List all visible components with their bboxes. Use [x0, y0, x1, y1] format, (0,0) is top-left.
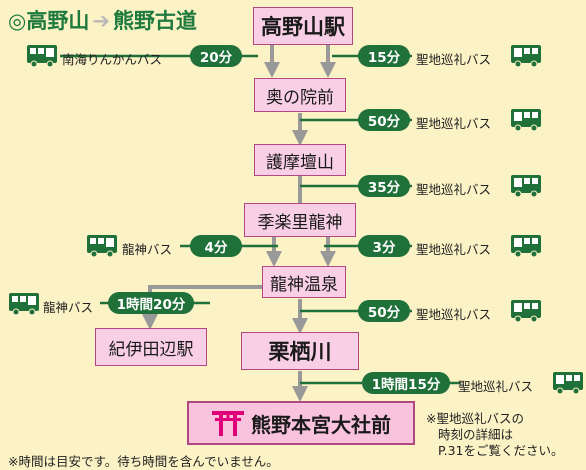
station-kurisugawa: 栗栖川: [241, 332, 359, 370]
pill-seichi-35min: 35分: [358, 175, 410, 197]
station-hongu: 熊野本宮大社前: [187, 401, 415, 445]
label-seichi-bus: 聖地巡礼バス: [416, 116, 492, 131]
pill-seichi-1h15: 1時間15分: [362, 372, 450, 394]
note-bus-details-line3: P.31をご覧ください。: [438, 443, 564, 458]
note-bus-details-line1: ※聖地巡礼バスの: [426, 411, 524, 426]
label-ryujin-bus: 龍神バス: [43, 300, 94, 315]
pill-ryujin-1h20: 1時間20分: [108, 292, 194, 314]
bus-icon: [26, 44, 58, 68]
station-gomadanzan: 護摩壇山: [254, 144, 346, 176]
station-ryujin-onsen: 龍神温泉: [262, 266, 346, 298]
label-seichi-bus: 聖地巡礼バス: [416, 52, 492, 67]
bus-icon: [552, 371, 584, 395]
title-from: ◎高野山: [8, 9, 90, 33]
bus-icon: [86, 234, 118, 258]
label-seichi-bus: 聖地巡礼バス: [458, 379, 534, 394]
label-seichi-bus: 聖地巡礼バス: [416, 182, 492, 197]
station-kiyoraku: 季楽里龍神: [244, 203, 356, 237]
pill-ryujin-4min: 4分: [190, 235, 242, 257]
bus-icon: [510, 174, 542, 198]
label-seichi-bus: 聖地巡礼バス: [416, 307, 492, 322]
note-time-estimate: ※時間は目安です。待ち時間を含んでいません。: [8, 454, 279, 469]
bus-icon: [510, 299, 542, 323]
bus-icon: [8, 292, 40, 316]
pill-seichi-50min-b: 50分: [358, 300, 410, 322]
station-koyasan: 高野山駅: [253, 7, 353, 45]
bus-icon: [510, 44, 542, 68]
page-title: ◎高野山➔熊野古道: [8, 5, 197, 35]
bus-icon: [510, 234, 542, 258]
bus-icon: [510, 108, 542, 132]
note-bus-details-line2: 時刻の詳細は: [438, 427, 514, 442]
torii-icon: [212, 411, 244, 436]
pill-seichi-3min: 3分: [358, 235, 410, 257]
note-bus-details: ※聖地巡礼バスの 時刻の詳細は P.31をご覧ください。: [426, 411, 563, 459]
pill-seichi-50min-a: 50分: [358, 109, 410, 131]
title-to: 熊野古道: [112, 9, 197, 33]
label-nankai-bus: 南海りんかんバス: [62, 52, 163, 67]
station-kii-tanabe: 紀伊田辺駅: [95, 328, 207, 366]
station-hongu-label: 熊野本宮大社前: [251, 412, 391, 437]
label-seichi-bus: 聖地巡礼バス: [416, 242, 492, 257]
label-ryujin-bus: 龍神バス: [122, 242, 173, 257]
title-arrow: ➔: [92, 9, 110, 33]
pill-seichi-15min: 15分: [358, 45, 410, 67]
station-okunoin: 奥の院前: [254, 78, 346, 112]
pill-nankai-20min: 20分: [190, 45, 242, 67]
